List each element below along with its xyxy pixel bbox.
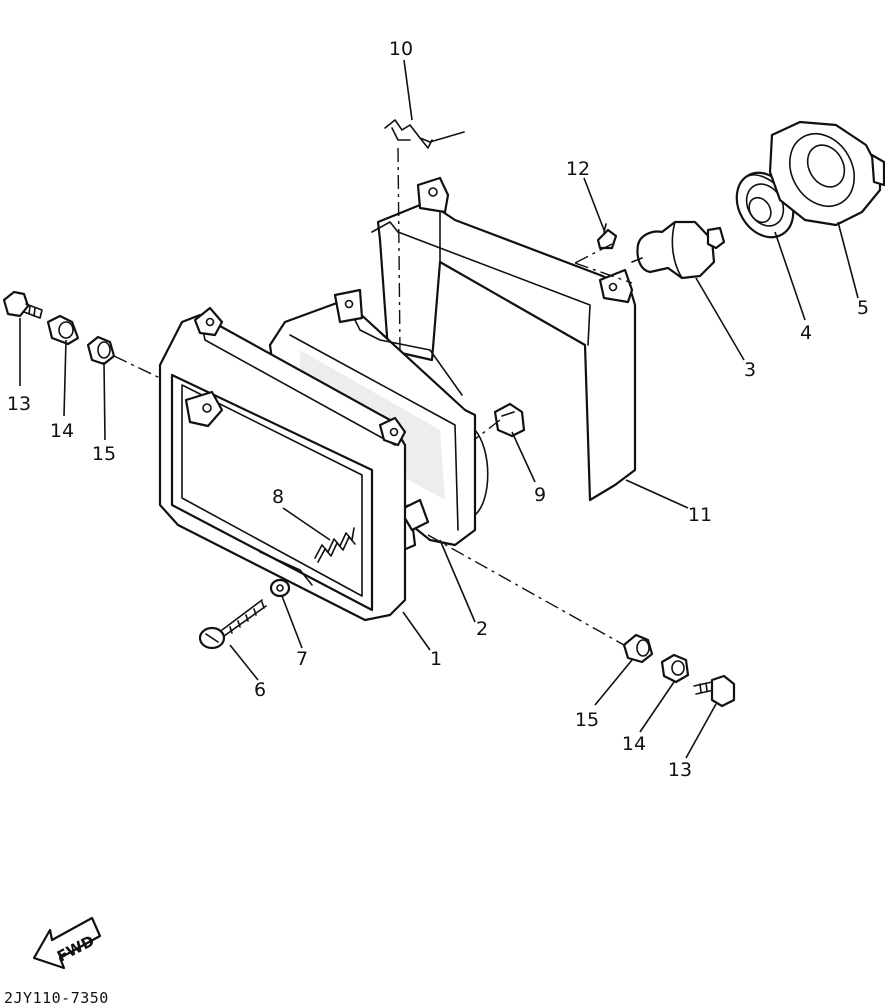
part-9-nut-clip <box>493 402 526 438</box>
callout-1: 1 <box>430 648 442 670</box>
right-fasteners <box>622 633 736 708</box>
drawing-code: 2JY110-7350 <box>4 989 109 1007</box>
callout-9: 9 <box>534 484 546 506</box>
callout-6: 6 <box>254 679 266 701</box>
callout-2: 2 <box>476 618 488 640</box>
callout-11: 11 <box>688 504 712 526</box>
part-5-bulb-cover <box>768 120 885 227</box>
alignment-lines <box>113 147 633 646</box>
part-10-wire-clip <box>384 119 465 149</box>
part-11-headlight-stay <box>371 176 637 502</box>
callout-13-right: 13 <box>668 759 692 781</box>
callout-7: 7 <box>296 648 308 670</box>
part-7-washer <box>269 578 291 598</box>
callout-8: 8 <box>272 486 284 508</box>
part-1-headlight-rim <box>158 306 407 622</box>
callout-5: 5 <box>857 297 869 319</box>
callout-14-left: 14 <box>50 420 74 442</box>
callout-14-right: 14 <box>622 733 646 755</box>
callout-13-left: 13 <box>7 393 31 415</box>
leader-lines <box>19 59 859 759</box>
callout-10: 10 <box>389 38 413 60</box>
part-8-spring <box>314 527 356 563</box>
callout-15-left: 15 <box>92 443 116 465</box>
callout-4: 4 <box>800 322 812 344</box>
part-12-screw <box>596 223 618 250</box>
callout-3: 3 <box>744 359 756 381</box>
part-6-screw <box>198 599 267 650</box>
part-3-bulb <box>631 220 726 280</box>
callout-12: 12 <box>566 158 590 180</box>
left-fasteners <box>2 290 116 366</box>
callout-15-right: 15 <box>575 709 599 731</box>
fwd-arrow-icon: FWD <box>32 916 102 970</box>
